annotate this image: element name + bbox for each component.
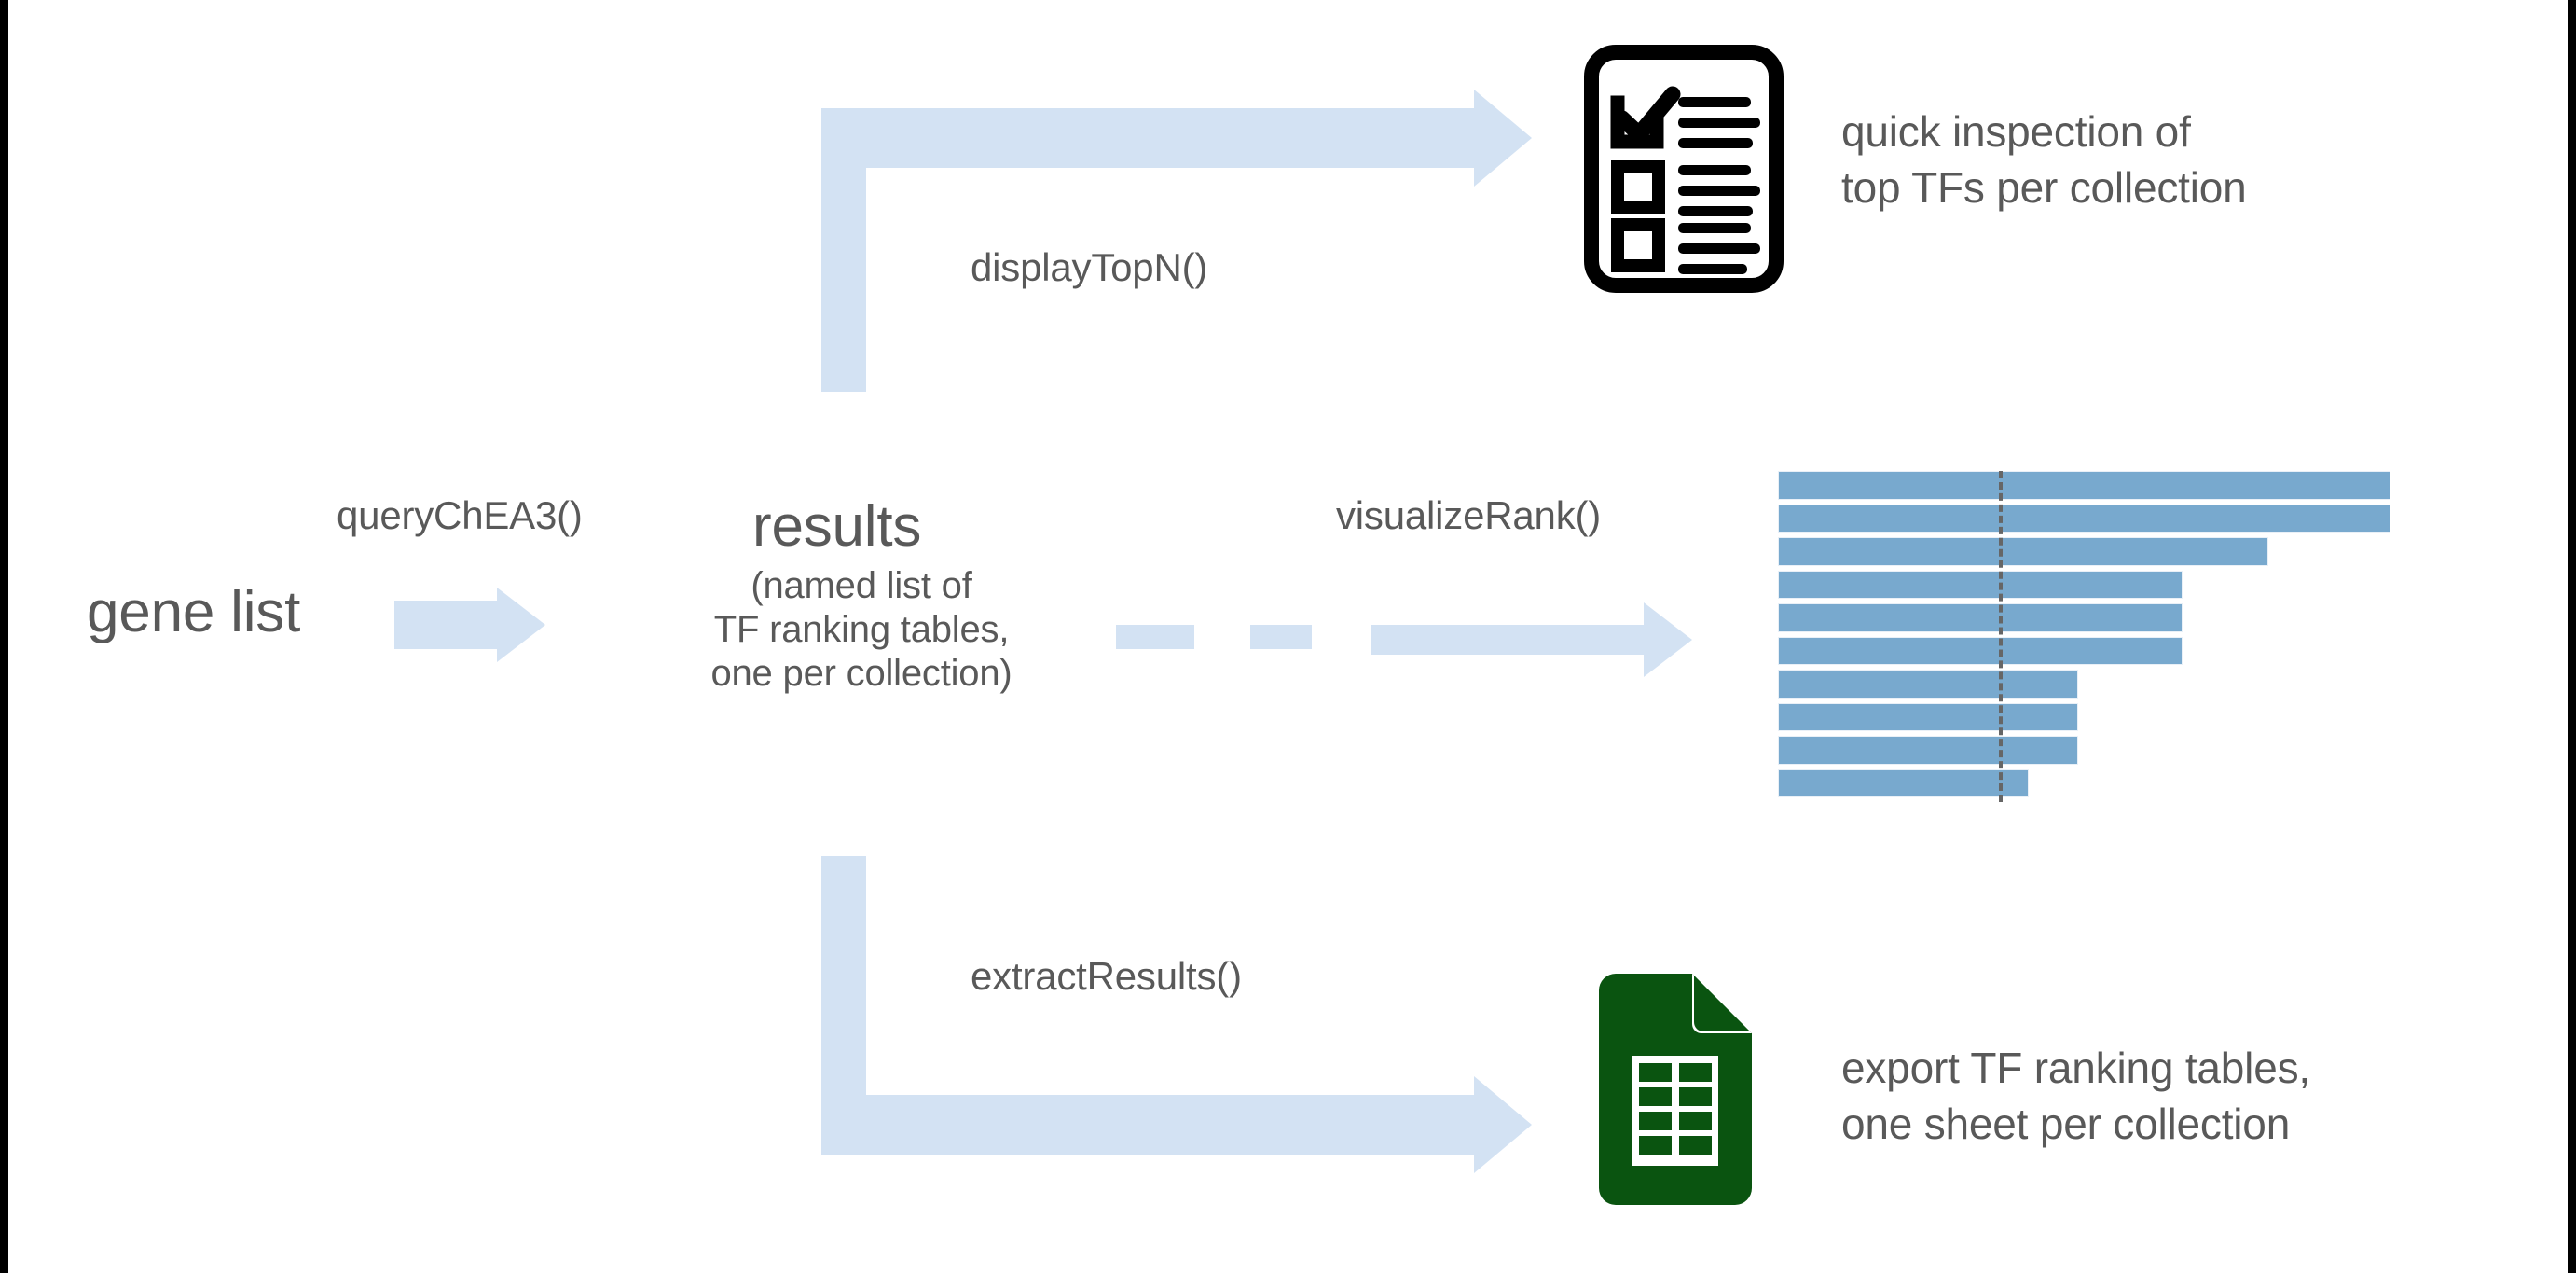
function-label-visualize-rank: visualizeRank(): [1336, 493, 1602, 537]
bar: [1778, 603, 2183, 632]
bar: [1778, 702, 2078, 731]
rank-bar-chart: [1778, 471, 2421, 802]
bar-row: [1778, 570, 2421, 599]
bar: [1778, 570, 2183, 599]
bar-row: [1778, 537, 2421, 566]
bar: [1778, 768, 2030, 797]
bar-row: [1778, 603, 2421, 632]
bar: [1778, 471, 2391, 500]
elbow-arrow-down-right-icon-run: [821, 1095, 1474, 1155]
arrow-right-icon-query-bar: [394, 601, 497, 649]
node-results-subtitle: (named list of TF ranking tables, one pe…: [710, 565, 1012, 695]
bar: [1778, 504, 2391, 533]
function-label-extract-results: extractResults(): [971, 954, 1242, 998]
output-caption-top: quick inspection of top TFs per collecti…: [1841, 107, 2247, 212]
function-label-query-chea3: queryChEA3(): [337, 493, 583, 537]
function-label-display-top-n: displayTopN(): [971, 245, 1208, 289]
bar-row: [1778, 702, 2421, 731]
arrow-right-icon-query-head: [497, 588, 545, 662]
elbow-arrow-up-right-icon-head: [1474, 90, 1532, 187]
elbow-arrow-down-right-icon-head: [1474, 1076, 1532, 1173]
elbow-arrow-up-right-icon-run: [821, 108, 1474, 168]
bar-row: [1778, 636, 2421, 665]
bar-row: [1778, 670, 2421, 699]
dashed-arrow-right-icon-bar: [1371, 625, 1644, 655]
bar: [1778, 636, 2183, 665]
node-results-title: results: [752, 494, 922, 559]
bar: [1778, 537, 2268, 566]
output-caption-bottom: export TF ranking tables, one sheet per …: [1841, 1044, 2310, 1148]
bar: [1778, 736, 2078, 765]
node-gene-list: gene list: [87, 580, 301, 644]
reference-line: [1998, 471, 2003, 802]
bar-row: [1778, 736, 2421, 765]
checklist-icon: [1584, 45, 1784, 293]
dashed-arrow-right-icon-dash2: [1250, 625, 1312, 649]
bar-row: [1778, 768, 2421, 797]
bar-row: [1778, 504, 2421, 533]
bar: [1778, 670, 2078, 699]
spreadsheet-icon: [1595, 970, 1756, 1209]
bar-row: [1778, 471, 2421, 500]
dashed-arrow-right-icon-head: [1644, 602, 1692, 677]
dashed-arrow-right-icon-dash1: [1116, 625, 1194, 649]
